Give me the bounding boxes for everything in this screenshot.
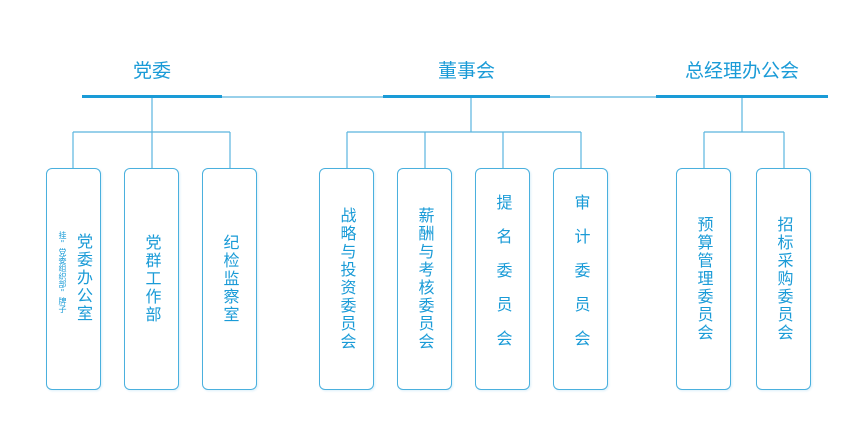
header-gm-label: 总经理办公会 [684, 60, 799, 82]
unit-compensation: 薪酬与考核委员会 [397, 168, 452, 390]
header-gm: 总经理办公会 [656, 58, 828, 84]
header-party: 党委 [82, 58, 222, 84]
header-party-underline [82, 95, 222, 98]
unit-nomination: 提名委员会 [475, 168, 530, 390]
header-board: 董事会 [383, 58, 550, 84]
unit-procurement: 招标采购委员会 [756, 168, 811, 390]
unit-party-office: 挂"党委组织部"牌子 党委办公室 [46, 168, 101, 390]
header-board-label: 董事会 [437, 60, 495, 82]
unit-discipline-label: 纪检监察室 [220, 234, 240, 324]
header-party-label: 党委 [132, 60, 171, 82]
unit-party-office-note: 挂"党委组织部"牌子 [58, 231, 67, 313]
unit-budget: 预算管理委员会 [676, 168, 731, 390]
unit-strategy-label: 战略与投资委员会 [337, 207, 357, 351]
unit-procurement-label: 招标采购委员会 [774, 216, 794, 342]
header-gm-underline [656, 95, 828, 98]
unit-compensation-label: 薪酬与考核委员会 [415, 207, 435, 351]
unit-budget-label: 预算管理委员会 [694, 216, 714, 342]
unit-party-work-label: 党群工作部 [142, 234, 162, 324]
unit-audit: 审计委员会 [553, 168, 608, 390]
unit-discipline: 纪检监察室 [202, 168, 257, 390]
unit-nomination-label: 提名委员会 [493, 194, 513, 364]
unit-party-work: 党群工作部 [124, 168, 179, 390]
unit-strategy: 战略与投资委员会 [319, 168, 374, 390]
header-board-underline [383, 95, 550, 98]
unit-audit-label: 审计委员会 [571, 194, 591, 364]
unit-party-office-label: 党委办公室 [74, 233, 93, 323]
